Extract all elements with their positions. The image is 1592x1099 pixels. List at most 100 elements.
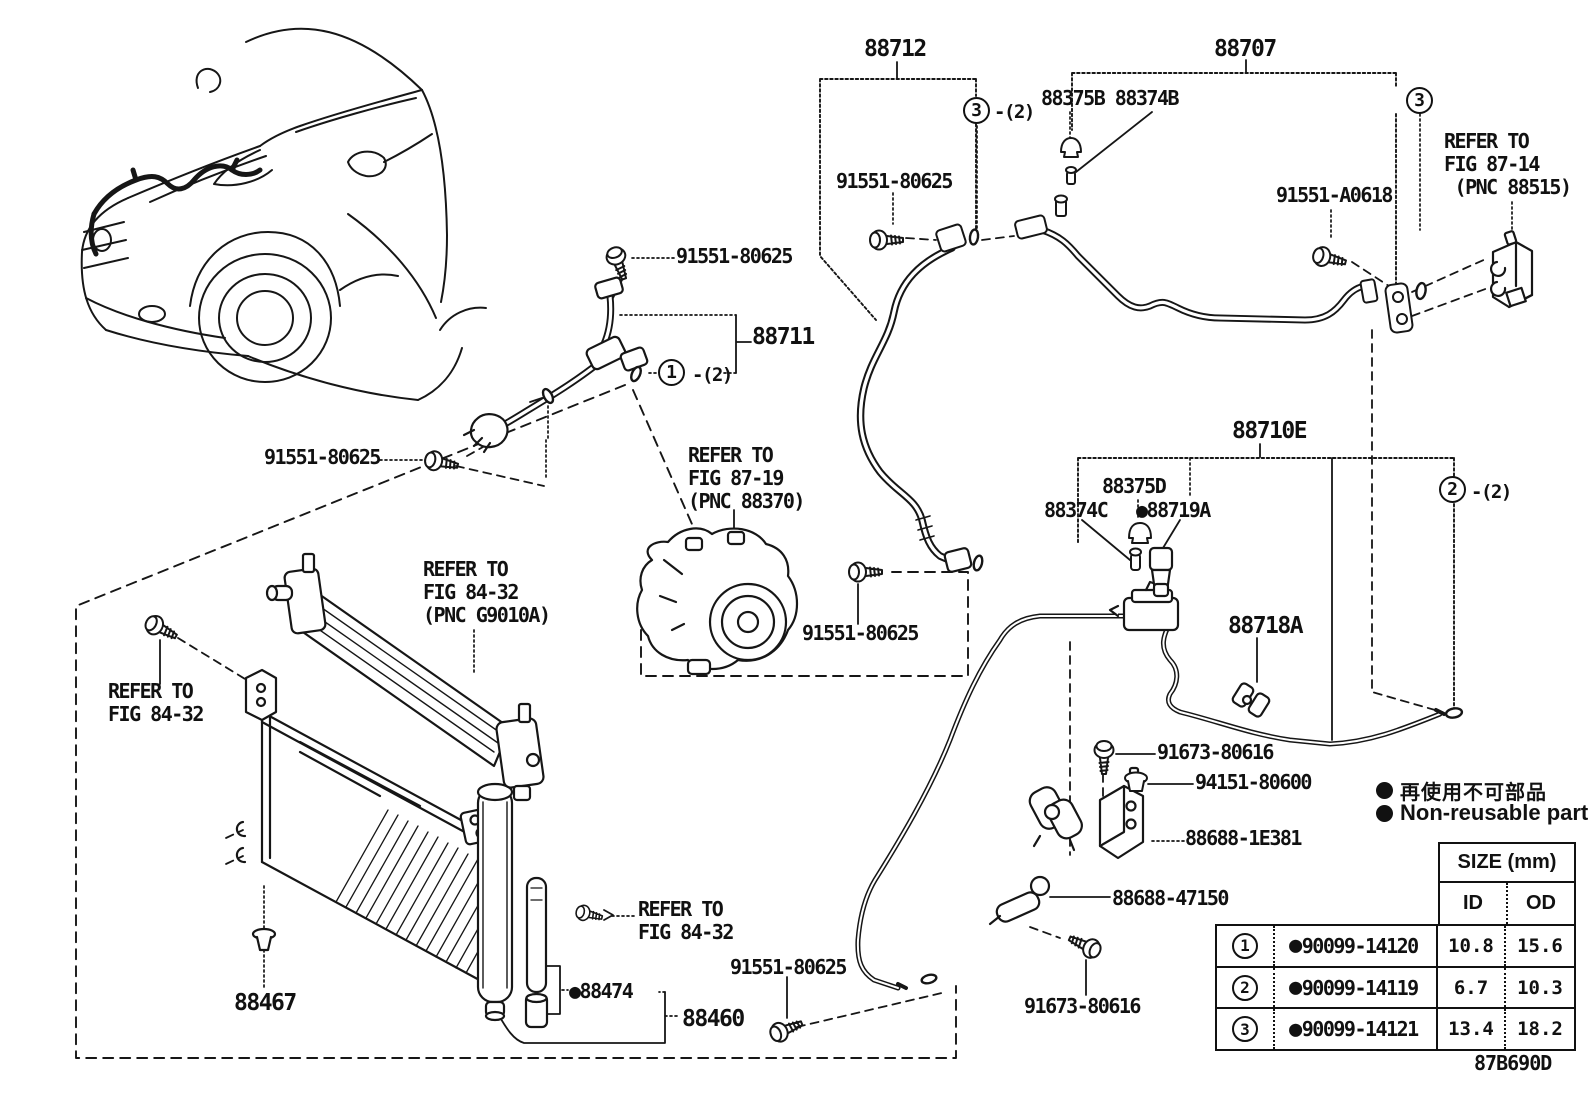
oring-2-icon (1444, 707, 1464, 719)
non-reusable-dot-icon (1376, 804, 1393, 822)
label-88375b-88374b: 88375B 88374B (1041, 86, 1180, 110)
row-od-value: 15.6 (1517, 934, 1563, 957)
cap-88375d-icon (1128, 522, 1152, 544)
size-table: 1 ●90099-14120 10.8 15.6 2 ●90099-14119 … (1215, 924, 1576, 1051)
size-table-row: 3 ●90099-14121 13.4 18.2 (1217, 1007, 1574, 1050)
pipe-88710e-liquid-tube (855, 613, 1446, 991)
row-circled-number: 1 (1232, 932, 1258, 959)
compressor-pnc-88370 (636, 527, 799, 676)
row-od-value: 18.2 (1517, 1018, 1563, 1041)
hose-88712-suction (856, 244, 958, 566)
label-88712: 88712 (864, 36, 927, 62)
row-part-number: 90099-14119 (1301, 975, 1419, 1000)
car-sketch (80, 27, 487, 401)
leader-lines-dashed (177, 235, 1489, 1028)
hose-88712-end-flange (943, 547, 973, 573)
cap-88375b-icon (1060, 137, 1082, 158)
circle-2: 2 (1439, 476, 1466, 503)
bolt-91551-80625-top-icon (869, 229, 904, 251)
size-table-row: 1 ●90099-14120 10.8 15.6 (1217, 926, 1574, 966)
part-group-boxes (819, 72, 1455, 711)
label-91551-a0618: 91551-A0618 (1276, 183, 1393, 207)
refer-fig-84-32-bottom: REFER TO FIG 84-32 (638, 897, 734, 944)
label-91673-80616-a: 91673-80616 (1157, 740, 1274, 764)
label-88374c: 88374C (1044, 498, 1109, 522)
size-table-col-id: ID (1440, 883, 1508, 924)
size-table-row: 2 ●90099-14119 6.7 10.3 (1217, 965, 1574, 1008)
label-91551-80625-hose: 91551-80625 (676, 244, 793, 268)
row-part-number: 90099-14121 (1301, 1017, 1419, 1042)
refer-fig-87-19: REFER TO FIG 87-19 (PNC 88370) (688, 443, 805, 513)
legend-jp-text: 再使用不可部品 (1400, 782, 1547, 804)
cushion-clamp-icon (1028, 786, 1083, 852)
label-88707: 88707 (1214, 36, 1277, 62)
label-88474: ●88474 (569, 979, 634, 1003)
refer-fig-84-32-pnc: REFER TO FIG 84-32 (PNC G9010A) (423, 557, 551, 627)
label-91673-80616-b: 91673-80616 (1024, 994, 1141, 1018)
circle-3-right: 3 (1406, 87, 1433, 114)
bolt-91551-80625-comp-icon (848, 561, 883, 583)
bolt-91551-80625-hose-icon (605, 246, 628, 281)
oring-3-icon (1415, 281, 1427, 301)
bolt-refer-84-32-bottom-icon (575, 904, 604, 922)
label-91551-80625-comp: 91551-80625 (802, 621, 919, 645)
legend-en-text: Non-reusable part (1400, 800, 1589, 825)
label-88460: 88460 (682, 1006, 745, 1032)
bolt-icons (144, 229, 1347, 1043)
hose-88711-fittings (462, 276, 649, 454)
bolt-91551-80625-left-icon (424, 450, 460, 472)
label-88375d: 88375D (1102, 474, 1167, 498)
legend-non-reusable-jp: 再使用不可部品 (1376, 776, 1547, 805)
size-table-title: SIZE (mm) (1438, 842, 1576, 883)
oring-icons (541, 228, 1464, 985)
label-88719a: ●88719A (1136, 498, 1211, 522)
circle-3-mid: 3 (963, 97, 990, 124)
label-88710e: 88710E (1232, 418, 1308, 444)
row-id-value: 6.7 (1438, 967, 1506, 1008)
row-circled-number: 3 (1232, 1016, 1258, 1043)
bolt-91551-a0618-icon (1312, 246, 1347, 267)
expansion-valve-icon (1490, 230, 1534, 309)
circle-2-qty: -(2) (1471, 481, 1512, 503)
row-od-value: 10.3 (1517, 976, 1563, 999)
clamp-88688-47150-icon (988, 875, 1051, 926)
size-table-subheader: ID OD (1438, 881, 1576, 926)
label-88467: 88467 (234, 990, 297, 1016)
refer-fig-84-32-left: REFER TO FIG 84-32 (108, 679, 204, 726)
row-part-number: 90099-14120 (1301, 933, 1419, 958)
size-table-col-od: OD (1526, 892, 1556, 914)
bolt-refer-84-32-icon (144, 614, 178, 640)
pressure-sensor-88719a-icon (1148, 546, 1174, 598)
bolt-91673-80616-a-icon (1093, 740, 1115, 775)
car-ac-piping-highlight (88, 157, 263, 257)
receiver-drier-tank (476, 782, 514, 1022)
pipe-88707-discharge (1038, 226, 1368, 324)
pipe-end-flange-icons (1359, 278, 1414, 334)
circle-3-mid-qty: -(2) (994, 101, 1035, 123)
label-88718a: 88718A (1228, 613, 1304, 639)
leader-lines-solid (159, 111, 1258, 1044)
label-91551-80625-top: 91551-80625 (836, 169, 953, 193)
non-reusable-dot: ● (1289, 1016, 1302, 1042)
circle-1: 1 (658, 359, 685, 386)
pin-88467-icon (251, 927, 277, 952)
row-circled-number: 2 (1232, 974, 1258, 1001)
label-91551-80625-left: 91551-80625 (264, 445, 381, 469)
refer-fig-87-14: REFER TO FIG 87-14 (PNC 88515) (1444, 129, 1572, 199)
t-fitting-charge-valve (935, 194, 1068, 253)
legend-non-reusable-en: Non-reusable part (1376, 800, 1588, 826)
oring-1-icon (630, 365, 642, 383)
bolt-91551-80625-bot-icon (769, 1020, 804, 1043)
row-id-value: 10.8 (1438, 926, 1506, 966)
clamp-88718a-icon (1231, 682, 1271, 718)
inverter-radiator-g9010a (265, 552, 545, 802)
non-reusable-dot-icon (1376, 782, 1393, 799)
valve-core-88374c-icon (1129, 547, 1142, 571)
junction-block-icon (1108, 580, 1180, 632)
row-id-value: 13.4 (1438, 1009, 1506, 1050)
bolt-91673-80616-b-icon (1067, 935, 1102, 959)
non-reusable-dot: ● (1289, 933, 1302, 959)
circle-1-qty: -(2) (692, 364, 733, 386)
